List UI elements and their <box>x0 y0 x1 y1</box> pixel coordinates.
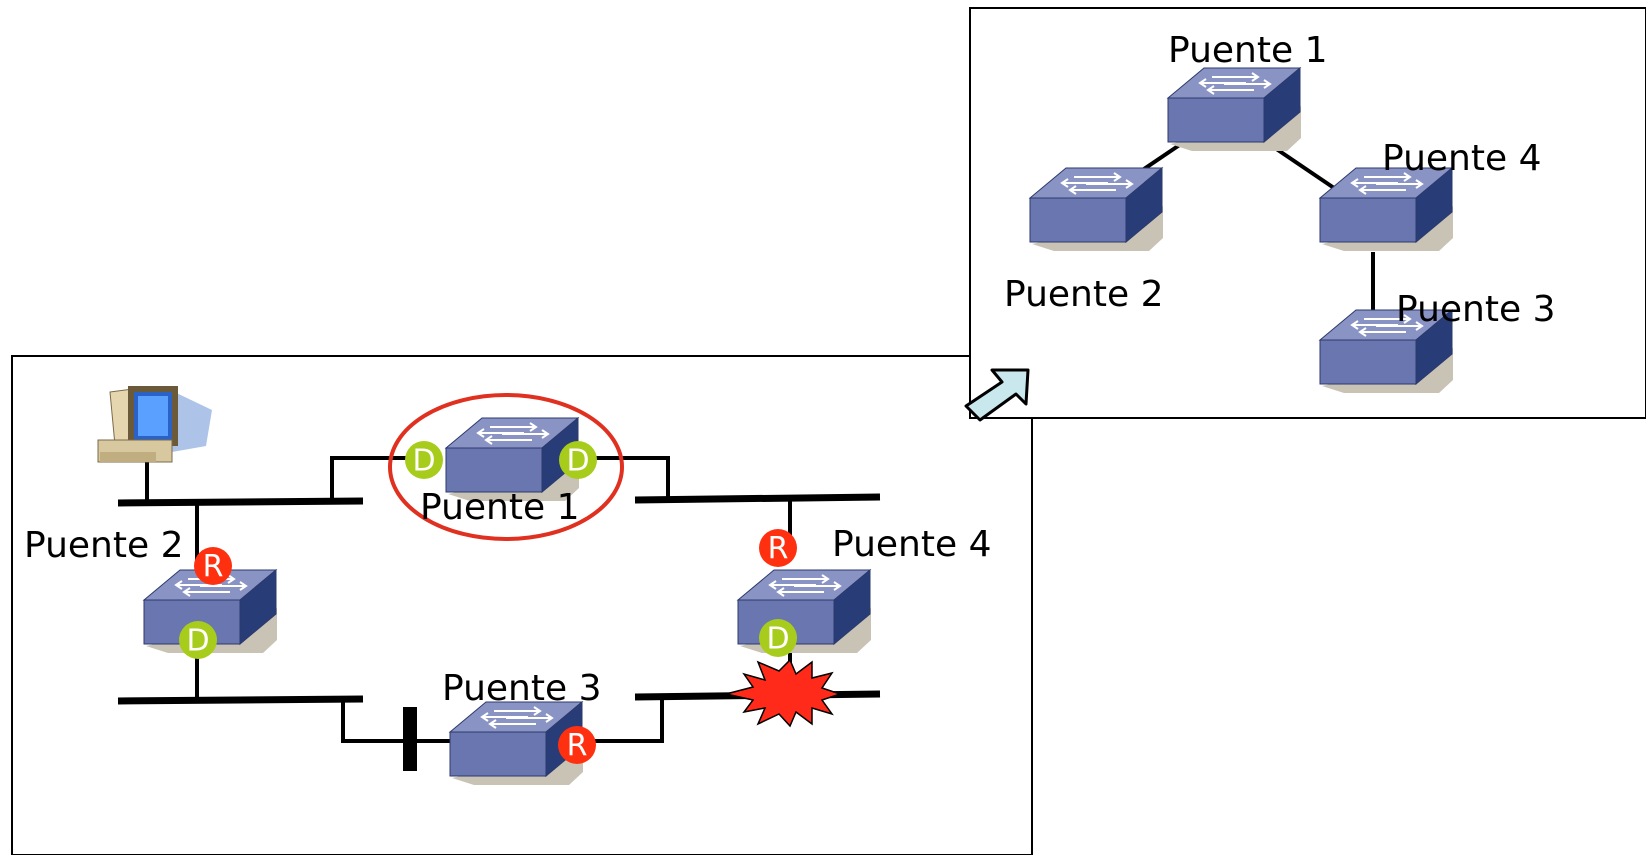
transition-arrow-icon <box>964 368 1030 422</box>
port-badge-letter: R <box>567 729 588 764</box>
link-failure-star-icon <box>725 658 843 728</box>
lan-top-left <box>117 497 364 507</box>
bridge-3-label: Puente 3 <box>442 668 601 709</box>
port-badge-letter: D <box>766 622 789 657</box>
tree-bridge-1-label: Puente 1 <box>1168 30 1327 71</box>
bridge-4-label: Puente 4 <box>832 524 991 565</box>
port-badge-letter: D <box>566 444 589 479</box>
tree-panel: Puente 1 Puente 4 Puente 2 Puente 3 <box>969 7 1646 419</box>
network-panel: Puente 1 Puente 2 Puente 3 Puente 4 D D … <box>11 355 1033 855</box>
tree-bridge-4-label: Puente 4 <box>1382 138 1541 179</box>
port-badge-b2-bottom: D <box>179 621 217 659</box>
bridge-1-label: Puente 1 <box>420 487 579 528</box>
port-badge-b1-left: D <box>405 441 443 479</box>
port-badge-b4-bottom: D <box>759 619 797 657</box>
tree-bridge-3-label: Puente 3 <box>1396 289 1555 330</box>
port-badge-letter: R <box>203 550 224 585</box>
port-badge-b1-right: D <box>559 441 597 479</box>
tree-bridge-2-label: Puente 2 <box>1004 274 1163 315</box>
port-badge-b3-right: R <box>558 726 596 764</box>
port-badge-letter: R <box>768 532 789 567</box>
host-computer-icon <box>97 386 212 463</box>
port-badge-b4-top: R <box>759 529 797 567</box>
port-badge-letter: D <box>186 624 209 659</box>
lan-bottom-left <box>117 695 364 705</box>
lan-top-right <box>634 493 881 504</box>
bridge-2-label: Puente 2 <box>24 525 183 566</box>
port-badge-letter: D <box>412 444 435 479</box>
blocked-port-bar <box>403 707 417 771</box>
root-bridge-ring <box>388 393 624 541</box>
port-badge-b2-top: R <box>194 547 232 585</box>
